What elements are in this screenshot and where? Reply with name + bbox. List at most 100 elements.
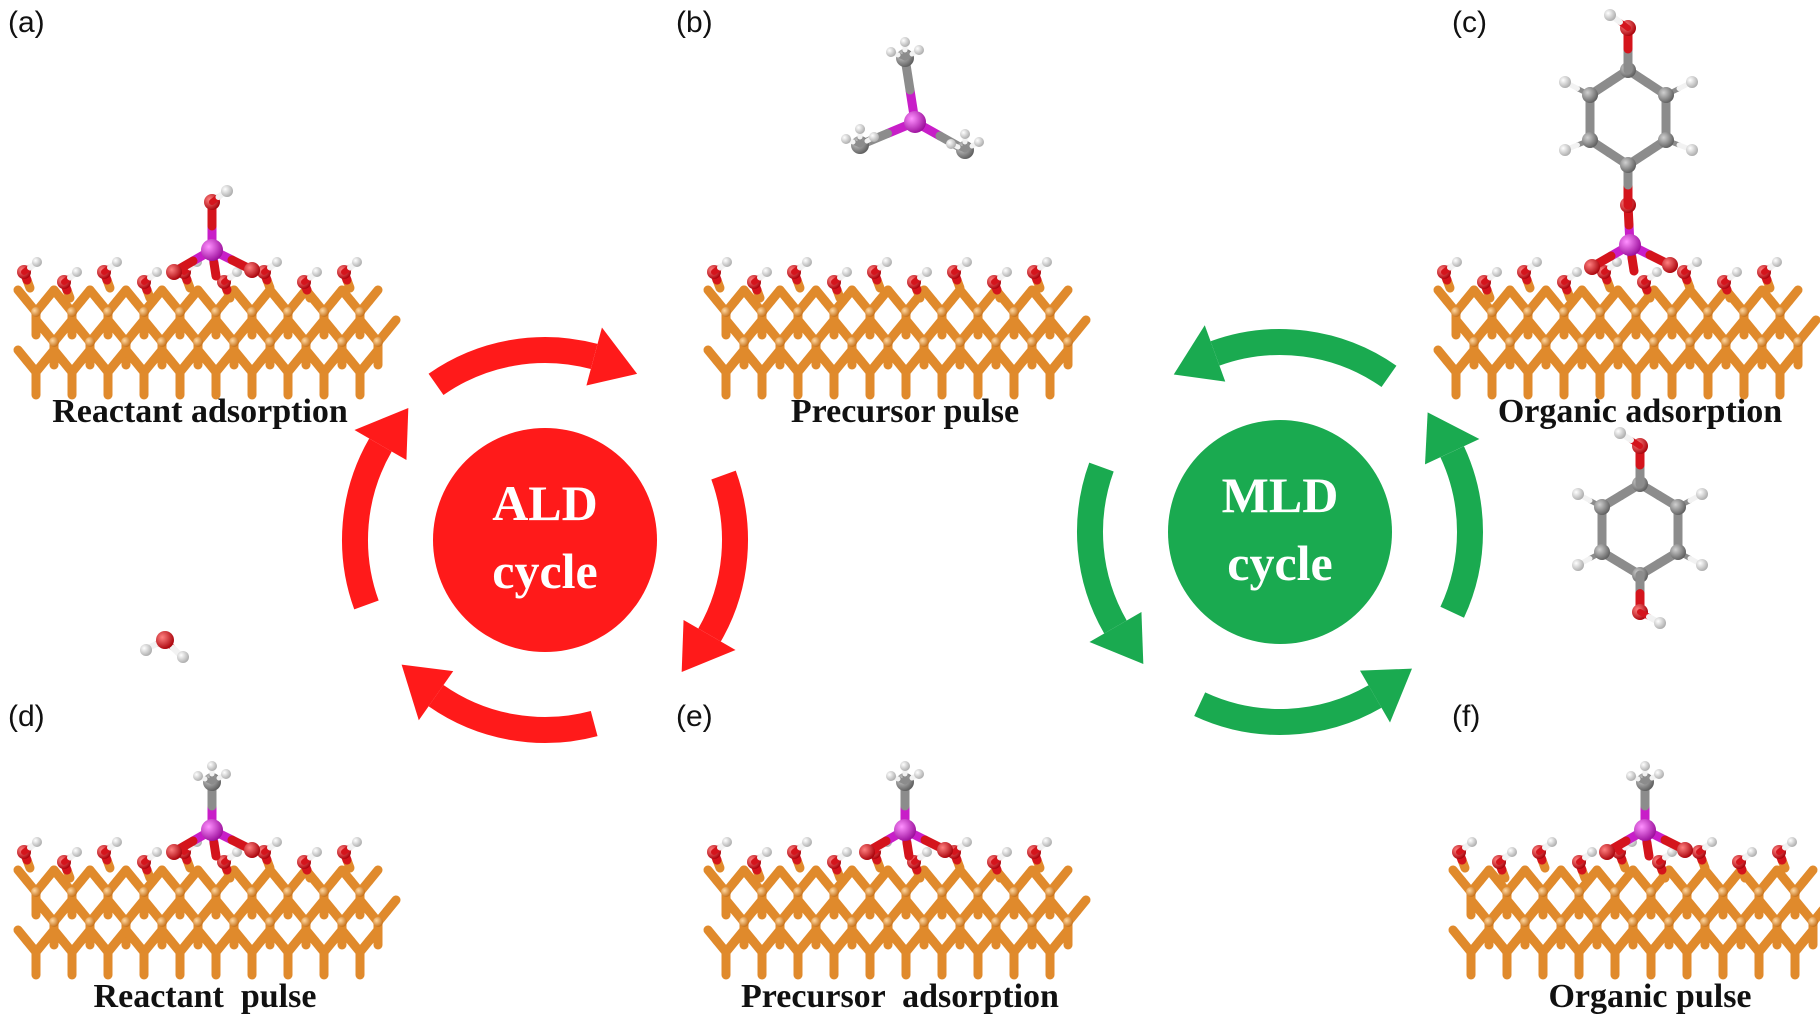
metal-atom bbox=[904, 111, 926, 133]
substrate-atom bbox=[355, 887, 365, 897]
cycle-arrow-arc bbox=[1194, 685, 1382, 735]
substrate-atom bbox=[175, 307, 185, 317]
substrate-atom bbox=[1469, 337, 1479, 347]
hydrogen-atom bbox=[221, 185, 233, 197]
substrate-atom bbox=[1772, 917, 1782, 927]
substrate-atom bbox=[757, 307, 767, 317]
substrate-atom bbox=[337, 917, 347, 927]
hydrogen-atom bbox=[193, 771, 203, 781]
substrate-slab bbox=[703, 837, 1091, 980]
carbon-atom bbox=[1620, 157, 1636, 173]
hydrogen-atom bbox=[1626, 771, 1636, 781]
substrate-atom bbox=[811, 337, 821, 347]
substrate-atom bbox=[373, 337, 383, 347]
bond bbox=[1799, 925, 1818, 946]
hydrogen-atom bbox=[152, 267, 162, 277]
metal-atom bbox=[894, 819, 916, 841]
cycle-arrow-head bbox=[1089, 612, 1144, 664]
substrate-atom bbox=[829, 307, 839, 317]
substrate-slab bbox=[1448, 837, 1820, 980]
hydrogen-atom bbox=[1640, 761, 1650, 771]
bond bbox=[902, 838, 914, 861]
hydrogen-atom bbox=[1547, 837, 1557, 847]
hydrogen-atom bbox=[352, 837, 362, 847]
hydrogen-atom bbox=[177, 651, 189, 663]
bond bbox=[364, 345, 383, 366]
hydrogen-atom bbox=[722, 257, 732, 267]
carbon-atom bbox=[1594, 544, 1610, 560]
hydrogen-atom bbox=[1654, 769, 1664, 779]
metal-atom bbox=[201, 239, 223, 261]
hydrogen-atom bbox=[72, 267, 82, 277]
substrate-atom bbox=[319, 307, 329, 317]
hydrogen-atom bbox=[1707, 837, 1717, 847]
hydrogen-atom bbox=[112, 837, 122, 847]
hydrogen-atom bbox=[802, 257, 812, 267]
substrate-atom bbox=[1685, 337, 1695, 347]
hydrogen-atom bbox=[1686, 76, 1698, 88]
hydrogen-atom bbox=[722, 837, 732, 847]
substrate-atom bbox=[67, 887, 77, 897]
cycle-arrow-arc bbox=[428, 684, 598, 743]
hydrogen-atom bbox=[272, 837, 282, 847]
hydrogen-atom bbox=[1732, 267, 1742, 277]
substrate-atom bbox=[739, 337, 749, 347]
hydrogen-atom bbox=[962, 837, 972, 847]
hydrogen-atom bbox=[1532, 257, 1542, 267]
substrate-slab bbox=[1433, 257, 1820, 400]
hydrogen-atom bbox=[312, 267, 322, 277]
substrate-atom bbox=[229, 917, 239, 927]
hydrogen-atom bbox=[232, 267, 242, 277]
hydrogen-atom bbox=[1614, 427, 1626, 439]
bond bbox=[382, 895, 401, 916]
hydrogen-atom bbox=[221, 769, 231, 779]
hydrogen-atom bbox=[1042, 837, 1052, 847]
substrate-atom bbox=[193, 917, 203, 927]
hydrogen-atom bbox=[1452, 257, 1462, 267]
hydrogen-atom bbox=[900, 761, 910, 771]
cycle-arrow-head bbox=[401, 664, 454, 721]
substrate-atom bbox=[175, 887, 185, 897]
substrate-atom bbox=[757, 887, 767, 897]
substrate-atom bbox=[1613, 337, 1623, 347]
substrate-atom bbox=[847, 917, 857, 927]
trimethyl-precursor-molecule bbox=[841, 37, 984, 159]
substrate-atom bbox=[139, 307, 149, 317]
oxygen-atom bbox=[156, 631, 174, 649]
substrate-atom bbox=[901, 307, 911, 317]
substrate-atom bbox=[283, 887, 293, 897]
substrate-atom bbox=[793, 887, 803, 897]
substrate-atom bbox=[283, 307, 293, 317]
substrate-atom bbox=[1487, 307, 1497, 317]
substrate-atom bbox=[265, 917, 275, 927]
hydrogen-atom bbox=[1696, 559, 1708, 571]
bond bbox=[1054, 925, 1073, 946]
substrate-atom bbox=[1063, 337, 1073, 347]
substrate-atom bbox=[1520, 917, 1530, 927]
hydrogen-atom bbox=[1612, 257, 1622, 267]
substrate-atom bbox=[1027, 917, 1037, 927]
substrate-atom bbox=[31, 307, 41, 317]
hydrogen-atom bbox=[1692, 257, 1702, 267]
panel-label-b: (b) bbox=[676, 6, 713, 39]
hydrogen-atom bbox=[1772, 257, 1782, 267]
substrate-atom bbox=[991, 337, 1001, 347]
oxygen-atom bbox=[244, 262, 260, 278]
mld-cycle-line2: cycle bbox=[1227, 535, 1332, 591]
hydrogen-atom bbox=[869, 132, 879, 142]
substrate-atom bbox=[373, 917, 383, 927]
cycle-arrow-arc bbox=[1077, 462, 1127, 634]
ald-cycle-line1: ALD bbox=[492, 475, 598, 531]
caption-precursor-adsorption: Precursor adsorption bbox=[741, 978, 1059, 1015]
substrate-atom bbox=[901, 887, 911, 897]
cycle-arrow-head bbox=[1173, 325, 1226, 382]
substrate-atom bbox=[157, 337, 167, 347]
substrate-atom bbox=[1541, 337, 1551, 347]
hydrogen-atom bbox=[1572, 488, 1584, 500]
hydrogen-atom bbox=[886, 47, 896, 57]
substrate-atom bbox=[247, 887, 257, 897]
ald-cycle-line2: cycle bbox=[492, 543, 597, 599]
substrate-atom bbox=[247, 307, 257, 317]
oxygen-atom bbox=[937, 842, 953, 858]
